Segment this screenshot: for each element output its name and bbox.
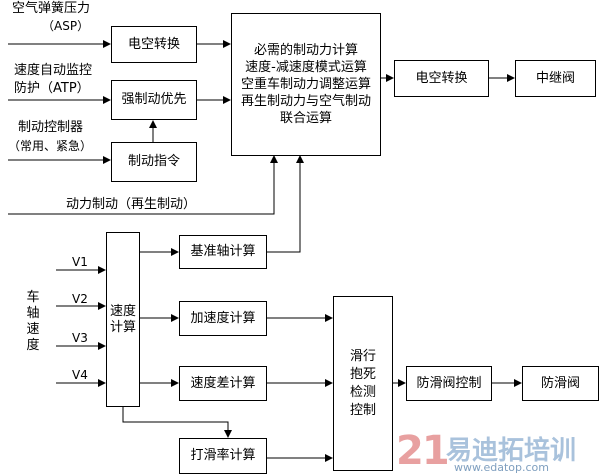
axle-speed-label: 车 轴 速 度 [26,290,40,354]
axle-speed-char-1: 车 [26,290,40,305]
brake-command-box: 制动指令 [111,142,197,182]
slide-detect-line-3: 检测 [349,384,376,400]
watermark-number: 21 [396,428,450,474]
speed-calc-line-2: 计算 [109,319,136,335]
arrow-speed-to-slip [122,406,232,438]
atp-label-line1: 速度自动监控 [14,63,93,78]
v2-label: V2 [72,292,88,306]
brake-ctrl-label-line2: （常用、紧急） [8,139,93,153]
axle-speed-char-2: 轴 [26,306,40,321]
ep-convert-box-1: 电空转换 [111,26,197,63]
slide-detect-box: 滑行 抱死 检测 控制 [333,296,393,471]
asp-label-line1: 空气弹簧压力 [12,1,91,16]
strong-brake-priority-box: 强制动优先 [111,80,197,120]
brake-ctrl-label-line1: 制动控制器 [18,120,84,135]
axle-speed-char-3: 速 [26,322,40,337]
central-calc-line-3: 空重车制动力调整运算 [240,77,371,92]
asp-label-line2: （ASP） [42,19,90,33]
arrow-dynamic-brake [8,155,278,215]
central-calc-line-1: 必需的制动力计算 [253,43,358,58]
slide-detect-line-2: 抱死 [349,366,376,382]
ep-convert-box-2: 电空转换 [394,60,489,97]
central-calc-box: 必需的制动力计算 速度-减速度模式运算 空重车制动力调整运算 再生制动力与空气制… [231,13,381,156]
watermark-text: 易迪拓培训 [446,436,577,466]
watermark-url: www.edatop.com [454,461,549,474]
relay-valve-box: 中继阀 [515,60,596,97]
v1-label: V1 [72,255,88,269]
speed-diff-calc-box: 速度差计算 [179,366,267,401]
slip-rate-calc-box: 打滑率计算 [179,438,267,474]
axle-speed-char-4: 度 [26,338,40,353]
slide-detect-line-4: 控制 [349,402,376,418]
speed-calc-box: 速度 计算 [106,232,140,407]
speed-calc-line-1: 速度 [109,303,136,319]
atp-label-line2: 防护（ATP） [14,81,90,96]
v3-label: V3 [72,331,88,345]
dynamic-brake-label: 动力制动（再生制动） [66,197,197,212]
central-calc-line-5: 联合运算 [279,111,332,126]
central-calc-line-2: 速度-减速度模式运算 [245,60,367,75]
antiskid-valve-box: 防滑阀 [522,366,599,401]
v4-label: V4 [72,368,88,382]
watermark-logo: 21 易迪拓培训 www.edatop.com [396,426,602,476]
arrow-ref-to-central [266,155,304,253]
central-calc-line-4: 再生制动力与空气制动 [240,94,371,109]
accel-calc-box: 加速度计算 [179,301,267,336]
slide-detect-line-1: 滑行 [349,348,376,364]
antiskid-ctrl-box: 防滑阀控制 [406,366,492,401]
ref-axle-calc-box: 基准轴计算 [179,235,267,269]
